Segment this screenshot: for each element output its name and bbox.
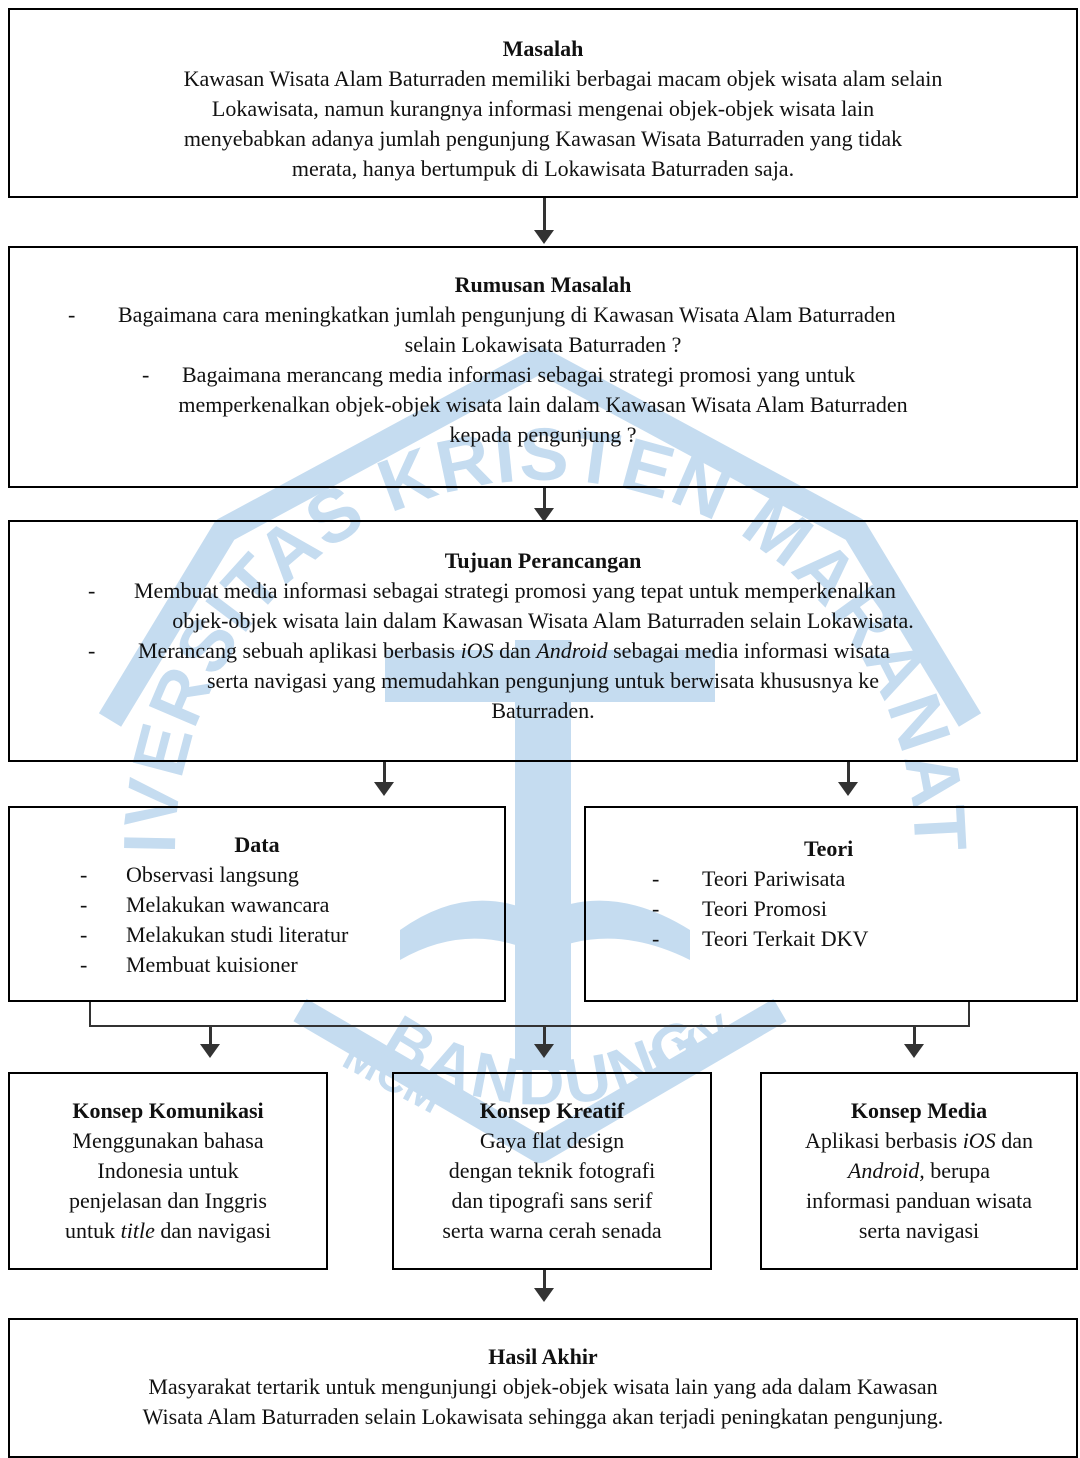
media-title: Konsep Media	[850, 1098, 988, 1123]
masalah-line: Kawasan Wisata Alam Baturraden memiliki …	[183, 66, 943, 91]
teori-box: Teori - Teori Pariwisata - Teori Promosi -…	[584, 806, 1078, 1002]
rumusan-item-2-line-3: kepada pengunjung ?	[449, 422, 637, 447]
tujuan-perancangan-box: Tujuan Perancangan - Membuat media inform…	[8, 520, 1078, 762]
media-line-1: Aplikasi berbasis iOS dan	[805, 1128, 1033, 1153]
kreatif-line: Gaya flat design	[479, 1128, 625, 1153]
tujuan-item-2-line-3: Baturraden.	[491, 698, 595, 723]
masalah-line: Lokawisata, namun kurangnya informasi me…	[211, 96, 875, 121]
bullet-dash: -	[80, 952, 88, 977]
bullet-dash: -	[80, 922, 88, 947]
media-line: serta navigasi	[858, 1218, 980, 1243]
rumusan-item-2-line-2: memperkenalkan objek-objek wisata lain d…	[178, 392, 908, 417]
hasil-line: Wisata Alam Baturraden selain Lokawisata…	[142, 1404, 944, 1429]
kreatif-line: dengan teknik fotografi	[448, 1158, 656, 1183]
bullet-dash: -	[142, 362, 150, 387]
tujuan-item-1-line-2: objek-objek wisata lain dalam Kawasan Wi…	[172, 608, 914, 633]
komunikasi-line: Menggunakan bahasa	[72, 1128, 264, 1153]
komunikasi-line: Indonesia untuk	[97, 1158, 239, 1183]
tujuan-item-2-line-2: serta navigasi yang memudahkan pengunjun…	[206, 668, 880, 693]
komunikasi-line-4: untuk title dan navigasi	[65, 1218, 271, 1243]
rumusan-masalah-box: Rumusan Masalah - Bagaimana cara meningka…	[8, 246, 1078, 488]
hasil-title: Hasil Akhir	[488, 1344, 598, 1369]
konsep-komunikasi-box: Konsep Komunikasi Menggunakan bahasa Ind…	[8, 1072, 328, 1270]
bullet-dash: -	[652, 926, 660, 951]
teori-title: Teori	[804, 836, 854, 861]
teori-item: Teori Promosi	[702, 896, 827, 921]
media-line-2: Android, berupa	[847, 1158, 991, 1183]
hasil-akhir-box: Hasil Akhir Masyarakat tertarik untuk me…	[8, 1318, 1078, 1458]
data-item: Melakukan studi literatur	[126, 922, 349, 947]
konsep-kreatif-box: Konsep Kreatif Gaya flat design dengan t…	[392, 1072, 712, 1270]
data-title: Data	[234, 832, 280, 857]
tujuan-item-2-line-1: Merancang sebuah aplikasi berbasis iOS d…	[138, 638, 890, 663]
komunikasi-title: Konsep Komunikasi	[72, 1098, 264, 1123]
masalah-title: Masalah	[502, 36, 584, 61]
teori-item: Teori Terkait DKV	[702, 926, 869, 951]
bullet-dash: -	[652, 896, 660, 921]
bracket-bottom	[89, 1025, 970, 1027]
teori-item: Teori Pariwisata	[702, 866, 846, 891]
bracket-right	[968, 1002, 970, 1026]
masalah-line: merata, hanya bertumpuk di Lokawisata Ba…	[291, 156, 795, 181]
bullet-dash: -	[68, 302, 76, 327]
media-line: informasi panduan wisata	[805, 1188, 1033, 1213]
data-item: Observasi langsung	[126, 862, 299, 887]
tujuan-title: Tujuan Perancangan	[444, 548, 642, 573]
kreatif-line: serta warna cerah senada	[442, 1218, 662, 1243]
tujuan-item-1-line-1: Membuat media informasi sebagai strategi…	[134, 578, 896, 603]
kreatif-title: Konsep Kreatif	[479, 1098, 625, 1123]
konsep-media-box: Konsep Media Aplikasi berbasis iOS dan A…	[760, 1072, 1078, 1270]
bullet-dash: -	[80, 862, 88, 887]
rumusan-item-1-line-2: selain Lokawisata Baturraden ?	[404, 332, 682, 357]
data-box: Data - Observasi langsung - Melakukan wawa…	[8, 806, 506, 1002]
kreatif-line: dan tipografi sans serif	[451, 1188, 653, 1213]
bullet-dash: -	[88, 578, 96, 603]
data-item: Membuat kuisioner	[126, 952, 298, 977]
data-item: Melakukan wawancara	[126, 892, 330, 917]
bracket-left	[89, 1002, 91, 1026]
rumusan-title: Rumusan Masalah	[454, 272, 632, 297]
bullet-dash: -	[652, 866, 660, 891]
rumusan-item-1-line-1: Bagaimana cara meningkatkan jumlah pengu…	[118, 302, 896, 327]
rumusan-item-2-line-1: Bagaimana merancang media informasi seba…	[182, 362, 856, 387]
masalah-box: Masalah Kawasan Wisata Alam Baturraden m…	[8, 8, 1078, 198]
bullet-dash: -	[80, 892, 88, 917]
masalah-line: menyebabkan adanya jumlah pengunjung Kaw…	[183, 126, 903, 151]
komunikasi-line: penjelasan dan Inggris	[69, 1188, 267, 1213]
bullet-dash: -	[88, 638, 96, 663]
hasil-line: Masyarakat tertarik untuk mengunjungi ob…	[148, 1374, 938, 1399]
seal-cross-and-book	[385, 640, 715, 1070]
